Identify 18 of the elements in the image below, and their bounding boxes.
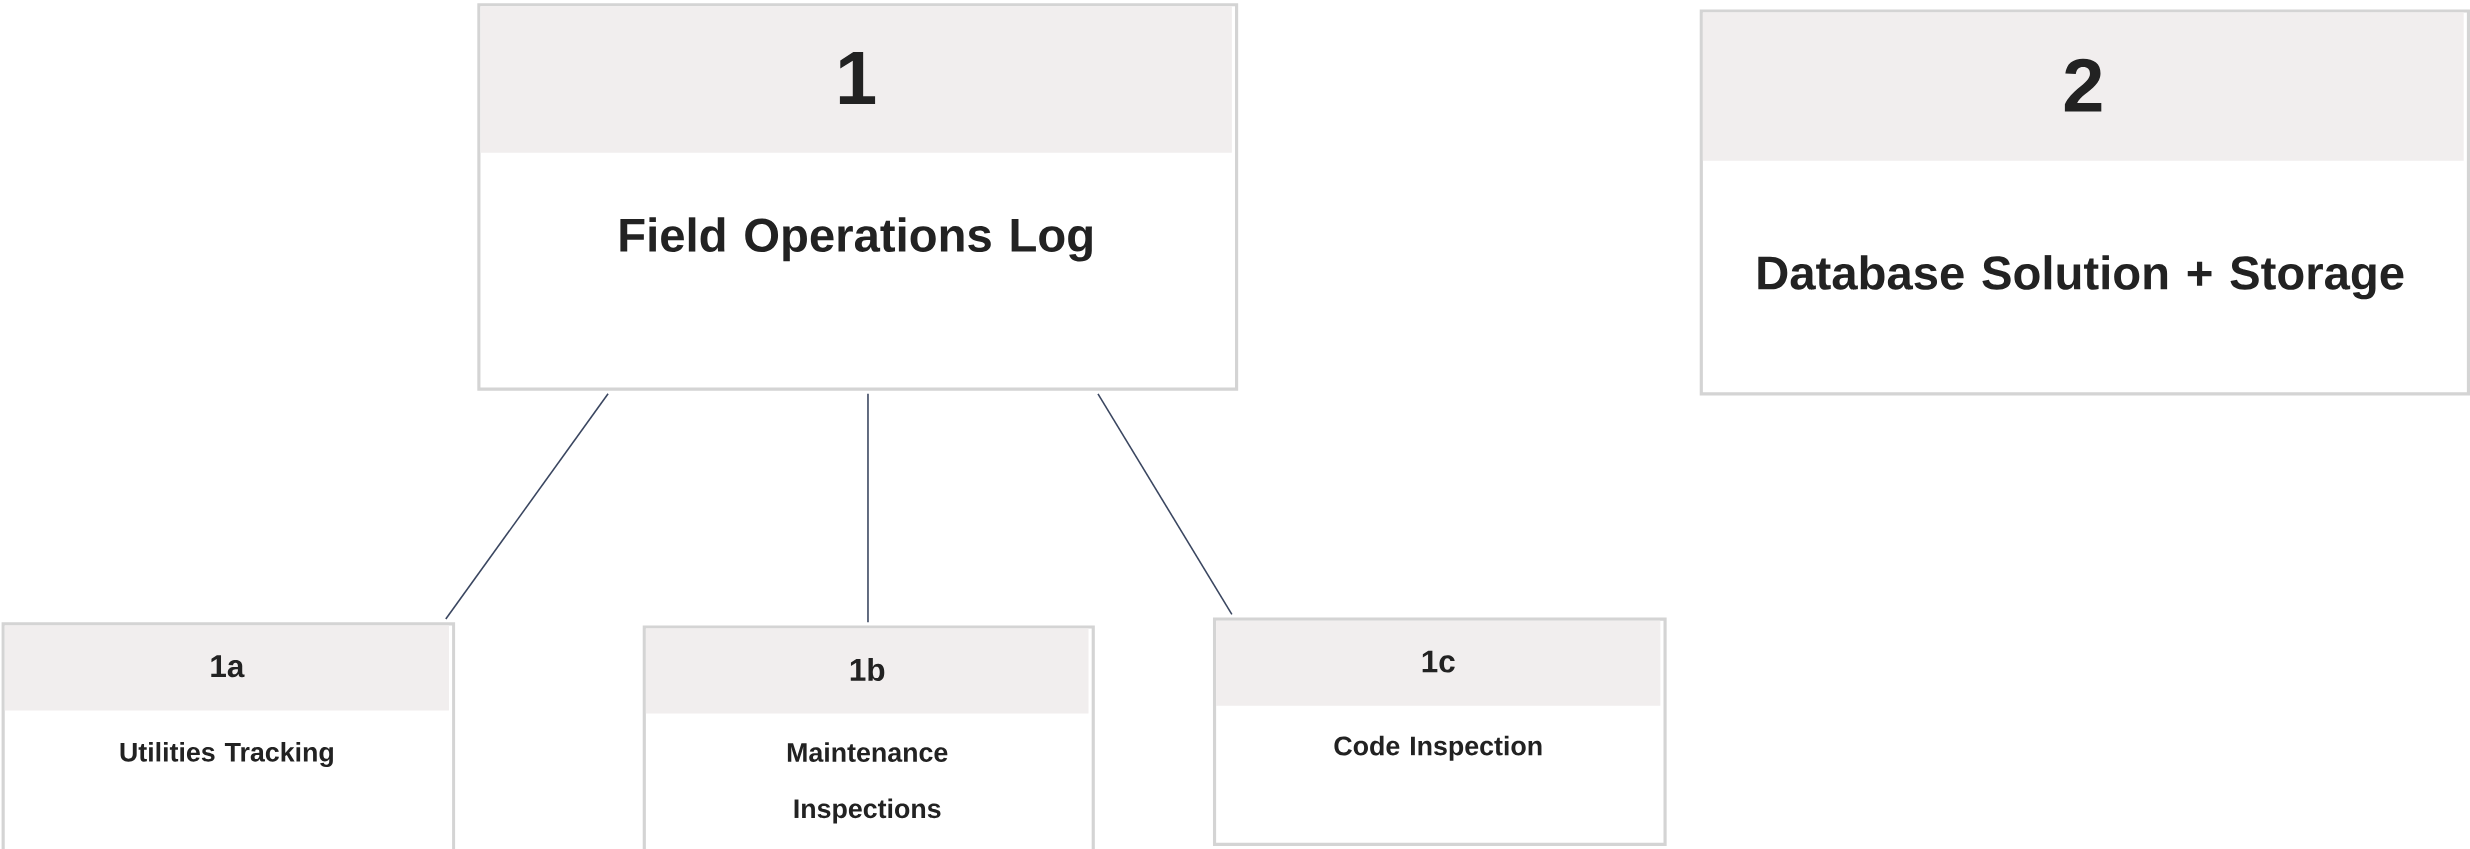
box-title: Database Solution + Storage [1758,255,2404,300]
connector-line [867,393,869,623]
box-number: 1a [211,655,245,678]
box-title: Utilities Tracking [120,742,333,768]
process-box [1212,617,1667,846]
box-number: 1c [1422,650,1455,673]
box-number: 2 [2064,58,2102,112]
process-box [1,622,456,849]
process-box [1699,9,2470,396]
box-number: 1 [839,51,876,104]
box-number: 1b [850,657,885,681]
process-box [477,3,1239,391]
process-box [642,625,1095,849]
connector-line [1097,393,1233,616]
box-title: Maintenance Inspections [787,742,948,824]
box-title: Field Operations Log [620,217,1092,262]
box-title: Code Inspection [1334,735,1542,761]
connector-line [445,393,609,620]
